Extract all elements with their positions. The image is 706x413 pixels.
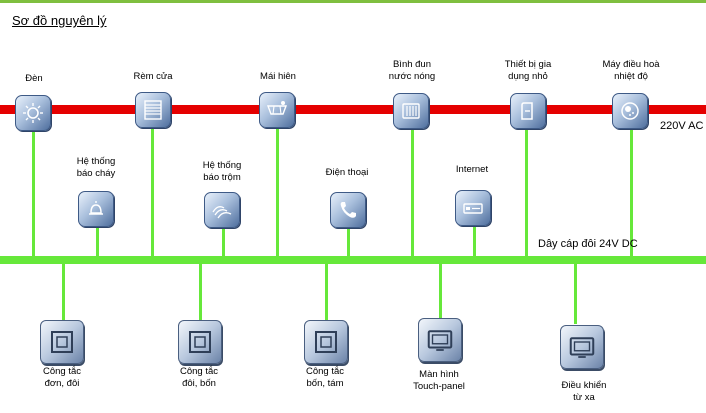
air-conditioner-label: Máy điều hoà nhiệt độ (602, 59, 660, 82)
connector-lamp (32, 114, 35, 258)
dc-bus-label: Dây cáp đôi 24V DC (538, 238, 638, 250)
appliance-icon[interactable] (510, 93, 546, 129)
curtain-label: Rèm cửa (133, 71, 173, 82)
curtain-icon[interactable] (135, 92, 171, 128)
water-heater-label: Bình đun nước nóng (388, 59, 436, 82)
burglar-alarm-icon[interactable] (204, 192, 240, 228)
remote-control-label: Điều khiển từ xa (561, 380, 607, 403)
connector-touch-panel (439, 262, 442, 320)
switch-2-icon[interactable] (178, 320, 222, 364)
telephone-label: Điện thoại (325, 167, 369, 178)
appliance-label: Thiết bị gia dụng nhỏ (504, 59, 552, 82)
connector-telephone (347, 226, 350, 258)
air-conditioner-icon[interactable] (612, 93, 648, 129)
internet-icon[interactable] (455, 190, 491, 226)
connector-switch-1 (62, 262, 65, 320)
connector-curtain (151, 114, 154, 258)
connector-switch-3 (325, 262, 328, 320)
fire-alarm-label: Hệ thống báo cháy (76, 156, 116, 179)
switch-1-label: Công tắc đơn, đôi (42, 366, 82, 389)
connector-switch-2 (199, 262, 202, 320)
connector-awning (276, 114, 279, 258)
switch-2-label: Công tắc đôi, bốn (179, 366, 219, 389)
connector-fire-alarm (96, 222, 99, 258)
water-heater-icon[interactable] (393, 93, 429, 129)
telephone-icon[interactable] (330, 192, 366, 228)
dc-cable-bus (0, 256, 706, 264)
ac-power-bus (0, 105, 706, 114)
touch-panel-icon[interactable] (418, 318, 462, 362)
connector-air-conditioner (630, 114, 633, 258)
fire-alarm-icon[interactable] (78, 191, 114, 227)
switch-3-icon[interactable] (304, 320, 348, 364)
connector-water-heater (411, 114, 414, 258)
lamp-icon[interactable] (15, 95, 51, 131)
switch-3-label: Công tắc bốn, tám (305, 366, 345, 389)
connector-internet (473, 224, 476, 258)
connector-appliance (525, 114, 528, 258)
ac-bus-label: 220V AC (660, 120, 704, 132)
remote-control-icon[interactable] (560, 325, 604, 369)
burglar-alarm-label: Hệ thống báo trộm (202, 160, 242, 183)
connector-burglar-alarm (222, 224, 225, 258)
awning-icon[interactable] (259, 92, 295, 128)
awning-label: Mái hiên (260, 71, 296, 82)
touch-panel-label: Màn hình Touch-panel (413, 369, 465, 392)
connector-remote (574, 262, 577, 324)
top-border (0, 0, 706, 3)
lamp-label: Đèn (25, 73, 43, 84)
diagram-title: Sơ đồ nguyên lý (12, 13, 107, 28)
internet-label: Internet (455, 164, 489, 175)
switch-1-icon[interactable] (40, 320, 84, 364)
